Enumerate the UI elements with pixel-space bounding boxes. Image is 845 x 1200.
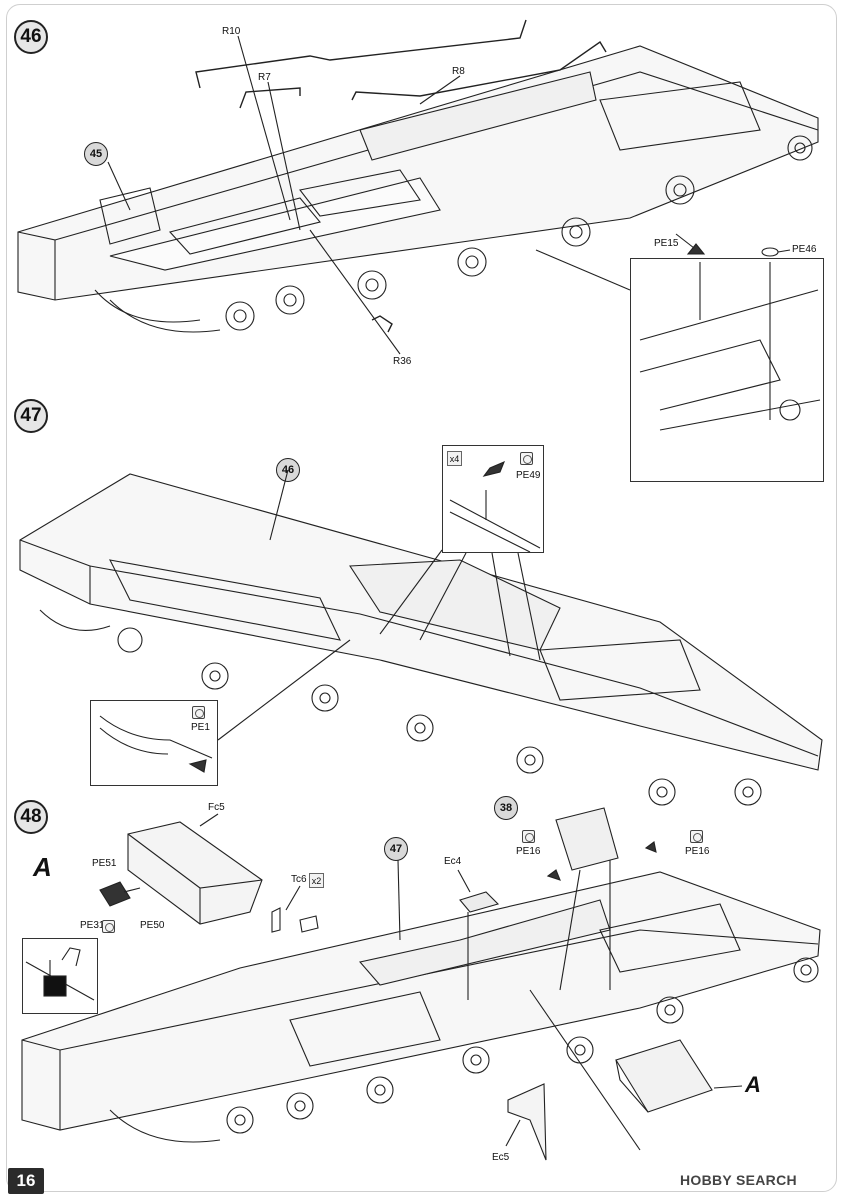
page-number-tab: 16	[8, 1168, 44, 1194]
ref-47-badge: 47	[384, 837, 408, 861]
step-47-hull	[19, 469, 823, 806]
subassembly-a-title: A	[33, 852, 52, 882]
ref-38-number: 38	[499, 802, 513, 814]
photo-etch-icon	[522, 830, 535, 843]
page-frame	[6, 4, 837, 1192]
step-48-hull	[21, 807, 821, 1161]
step-46-number: 46	[20, 26, 42, 47]
qty-x4-text: x4	[449, 453, 460, 464]
page-number: 16	[16, 1171, 36, 1190]
label-pe46: PE46	[792, 244, 817, 255]
ref-47-number: 47	[389, 843, 403, 855]
step-46-inset-drawing	[639, 233, 821, 431]
pe31-inset-drawing	[25, 947, 95, 1001]
label-pe31: PE31	[80, 920, 105, 931]
ref-45-number: 45	[89, 148, 103, 160]
photo-etch-icon	[102, 920, 115, 933]
photo-etch-icon	[192, 706, 205, 719]
qty-x4: x4	[447, 451, 462, 466]
qty-x2: x2	[309, 873, 324, 888]
label-r8: R8	[452, 66, 465, 77]
label-r7: R7	[258, 72, 271, 83]
qty-x2-text: x2	[311, 875, 322, 886]
step-47-inset-drawing	[99, 460, 541, 773]
label-pe16-right: PE16	[685, 846, 710, 857]
step-47-number: 47	[20, 405, 42, 426]
step-48-badge: 48	[14, 800, 48, 834]
label-pe50: PE50	[140, 920, 165, 931]
ref-45-badge: 45	[84, 142, 108, 166]
label-pe16-left: PE16	[516, 846, 541, 857]
label-fc5: Fc5	[208, 802, 225, 813]
step-48-number: 48	[20, 806, 42, 827]
label-pe15: PE15	[654, 238, 679, 249]
watermark-text: HOBBY SEARCH	[680, 1172, 797, 1188]
step-46-badge: 46	[14, 20, 48, 54]
label-r10: R10	[222, 26, 241, 37]
label-pe49: PE49	[516, 470, 541, 481]
label-pe51: PE51	[92, 858, 117, 869]
ref-38-badge: 38	[494, 796, 518, 820]
label-tc6: Tc6	[291, 874, 307, 885]
label-r36: R36	[393, 356, 412, 367]
label-ec5: Ec5	[492, 1152, 510, 1163]
subassembly-a-marker: A	[745, 1072, 761, 1097]
photo-etch-icon	[690, 830, 703, 843]
step-46-detail-inset	[630, 258, 824, 482]
label-pe1: PE1	[191, 722, 210, 733]
label-ec4: Ec4	[444, 856, 462, 867]
photo-etch-icon	[520, 452, 533, 465]
step-46-hull	[17, 19, 819, 355]
step-47-badge: 47	[14, 399, 48, 433]
